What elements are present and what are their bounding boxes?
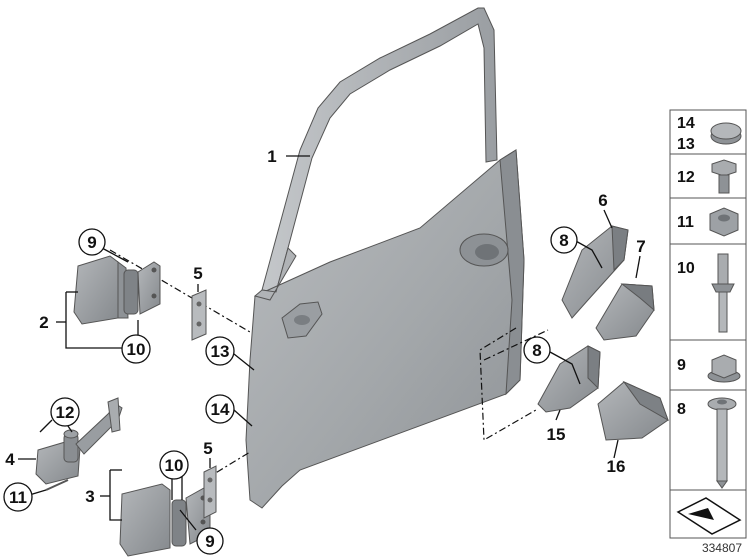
legend-label-14: 14 — [677, 115, 695, 132]
callout-8-lower-ring — [523, 336, 551, 364]
callout-1[interactable]: 1 — [267, 147, 276, 166]
trim-part-7[interactable] — [595, 283, 655, 341]
lower-hinge-shim[interactable] — [203, 465, 217, 519]
callout-13[interactable]: 13 — [211, 342, 230, 361]
callout-10-lower[interactable]: 10 — [165, 456, 184, 475]
torx-screw-icon — [707, 397, 737, 489]
callout-12-ring — [50, 397, 80, 427]
callout-6[interactable]: 6 — [598, 191, 607, 210]
legend-label-12: 12 — [677, 169, 695, 186]
plug-cap-icon — [710, 122, 742, 145]
callout-8-upper-ring — [550, 226, 578, 254]
lower-hinge[interactable] — [119, 483, 211, 557]
callout-16[interactable]: 16 — [607, 457, 626, 476]
callout-9-lower[interactable]: 9 — [205, 532, 214, 551]
door-check-strap[interactable] — [35, 397, 123, 491]
callout-2[interactable]: 2 — [39, 313, 48, 332]
hardware-legend: 14 13 12 11 10 9 8 — [669, 109, 747, 539]
legend-label-11: 11 — [677, 214, 694, 231]
callout-8-lower[interactable]: 8 — [532, 341, 541, 360]
door-shell[interactable] — [245, 7, 525, 509]
legend-label-8: 8 — [677, 401, 686, 418]
callout-7[interactable]: 7 — [636, 237, 645, 256]
position-lines — [109, 249, 549, 481]
legend-cell-12[interactable] — [669, 153, 747, 199]
trim-part-15[interactable] — [537, 345, 601, 413]
stud-bolt-icon — [711, 253, 735, 333]
callout-5-upper[interactable]: 5 — [193, 264, 202, 283]
door-handle-recess[interactable] — [459, 233, 509, 267]
upper-hinge-shim[interactable] — [191, 289, 207, 341]
flange-nut-icon — [707, 354, 741, 383]
legend-cell-10[interactable] — [669, 243, 747, 341]
callout-8-upper[interactable]: 8 — [559, 231, 568, 250]
hex-nut-icon — [709, 207, 739, 237]
diagram-reference-number: 334807 — [702, 541, 742, 555]
callout-15[interactable]: 15 — [547, 425, 566, 444]
hex-bolt-icon — [711, 159, 737, 194]
callout-14[interactable]: 14 — [211, 400, 230, 419]
arrow-navigation-icon[interactable] — [676, 497, 742, 535]
callout-12[interactable]: 12 — [56, 403, 75, 422]
callout-14-ring — [205, 394, 235, 424]
legend-label-9: 9 — [677, 357, 686, 374]
trim-part-16[interactable] — [597, 380, 669, 441]
upper-hinge[interactable] — [73, 255, 161, 325]
callout-9-upper-ring — [78, 228, 106, 256]
callout-11[interactable]: 11 — [9, 488, 27, 507]
trim-part-6[interactable] — [561, 225, 629, 319]
callout-10-lower-ring — [159, 450, 189, 480]
callout-5-lower[interactable]: 5 — [203, 439, 212, 458]
callout-13-ring — [205, 336, 235, 366]
legend-label-13: 13 — [677, 136, 695, 153]
legend-label-10: 10 — [677, 260, 695, 277]
callout-9-upper[interactable]: 9 — [87, 233, 96, 252]
leader-lines — [18, 155, 641, 531]
callout-10-upper[interactable]: 10 — [127, 340, 146, 359]
callout-3[interactable]: 3 — [85, 487, 94, 506]
callout-9-lower-ring — [196, 527, 224, 555]
callout-11-ring — [3, 482, 33, 512]
callout-4[interactable]: 4 — [5, 450, 15, 469]
callout-10-upper-ring — [121, 334, 151, 364]
callouts: 1 2 3 4 5 5 6 7 8 8 9 9 10 10 11 12 13 1… — [3, 147, 646, 555]
mirror-mount[interactable] — [281, 301, 323, 339]
